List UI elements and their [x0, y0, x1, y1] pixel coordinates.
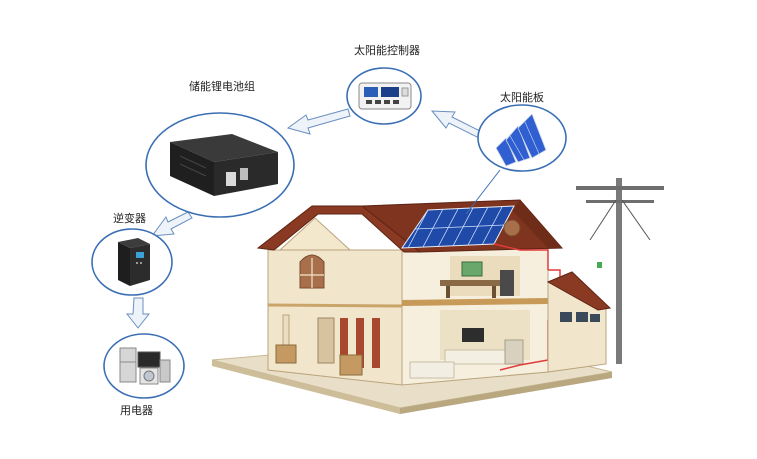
solar-panel-label: 太阳能板	[500, 91, 544, 104]
battery-label: 储能锂电池组	[189, 80, 255, 93]
inverter-icon	[118, 238, 150, 286]
controller-node	[346, 67, 422, 125]
solar-charge-controller-icon	[358, 82, 412, 110]
battery-node	[145, 112, 295, 218]
arrow-controller-to-battery	[286, 108, 351, 135]
controller-label: 太阳能控制器	[354, 44, 420, 57]
lithium-battery-pack-icon	[170, 134, 278, 196]
appliances-node	[103, 333, 185, 399]
home-appliances-icon	[119, 347, 171, 385]
house-illustration	[211, 199, 613, 414]
appliances-label: 用电器	[120, 404, 153, 417]
inverter-node	[91, 228, 173, 296]
roof-solar-panels	[401, 205, 515, 249]
solar-panel-node	[477, 104, 567, 172]
solar-panel-icon	[495, 113, 547, 167]
arrow-inverter-to-appliances	[125, 297, 151, 329]
panel-to-roof-connector	[465, 169, 501, 215]
utility-pole-icon	[576, 178, 664, 364]
arrow-battery-to-inverter	[150, 211, 193, 237]
inverter-label: 逆变器	[113, 212, 146, 225]
